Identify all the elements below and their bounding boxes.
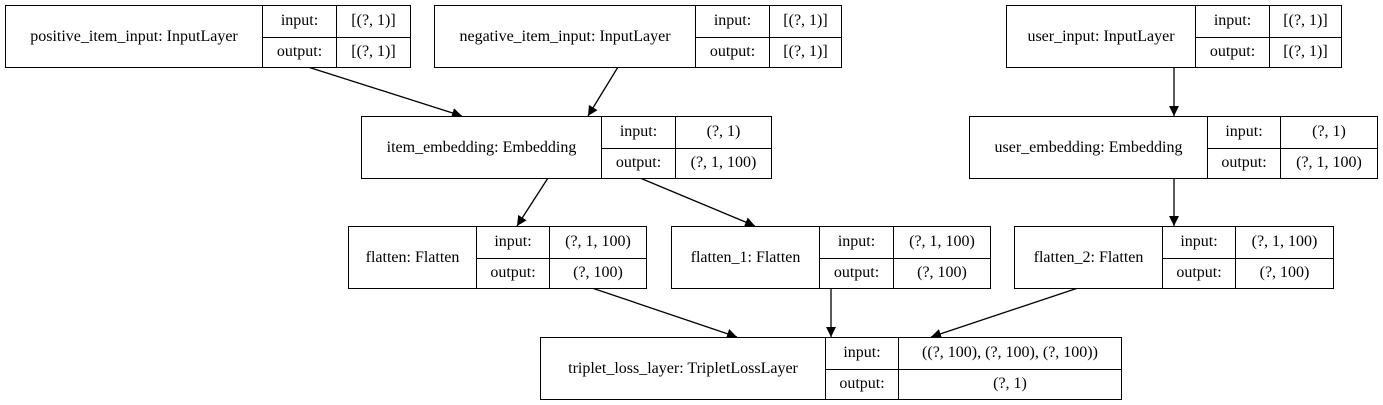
input-label: input:: [263, 6, 337, 37]
input-shape: [(?, 1)]: [351, 12, 396, 30]
output-label: output:: [263, 37, 337, 67]
edge-positive_item_input-to-item_embedding: [307, 66, 463, 118]
node-user-embedding: user_embedding: Embedding input: (?, 1) o…: [969, 116, 1378, 179]
node-title: flatten_2: Flatten: [1015, 227, 1163, 288]
input-shape: ((?, 100), (?, 100), (?, 100)): [922, 344, 1098, 362]
node-title: negative_item_input: InputLayer: [435, 6, 696, 67]
output-shape: (?, 100): [917, 264, 967, 282]
node-title: user_embedding: Embedding: [970, 117, 1208, 178]
output-shape: [(?, 1)]: [1283, 43, 1328, 61]
node-title: item_embedding: Embedding: [362, 117, 602, 178]
node-title: positive_item_input: InputLayer: [6, 6, 263, 67]
output-label: output:: [477, 258, 550, 288]
output-shape: [(?, 1)]: [351, 43, 396, 61]
node-title: flatten_1: Flatten: [672, 227, 820, 288]
node-positive-item-input: positive_item_input: InputLayer input: [(…: [5, 5, 411, 68]
input-label: input:: [826, 338, 899, 369]
node-triplet-loss-layer: triplet_loss_layer: TripletLossLayer inp…: [540, 337, 1122, 400]
node-flatten-1: flatten_1: Flatten input: (?, 1, 100) out…: [671, 226, 991, 289]
edge-flatten-to-triplet_loss_layer: [591, 287, 738, 339]
edge-item_embedding-to-flatten: [516, 177, 549, 227]
node-item-embedding: item_embedding: Embedding input: (?, 1) o…: [361, 116, 772, 179]
input-shape: [(?, 1)]: [783, 12, 828, 30]
output-label: output:: [696, 37, 770, 67]
input-shape: (?, 1, 100): [909, 233, 975, 251]
output-shape: (?, 100): [573, 264, 623, 282]
input-label: input:: [1163, 227, 1236, 258]
input-shape: (?, 1): [706, 123, 741, 141]
input-shape: (?, 1, 100): [565, 233, 631, 251]
output-label: output:: [1208, 148, 1281, 178]
edge-negative_item_input-to-item_embedding: [587, 66, 619, 117]
output-shape: (?, 1, 100): [1296, 154, 1362, 172]
input-label: input:: [1196, 6, 1270, 37]
output-label: output:: [1196, 37, 1270, 67]
output-shape: (?, 1, 100): [690, 154, 757, 172]
output-shape: (?, 1): [993, 375, 1027, 393]
node-title: flatten: Flatten: [349, 227, 477, 288]
node-negative-item-input: negative_item_input: InputLayer input: [(…: [434, 5, 842, 68]
output-label: output:: [602, 148, 676, 178]
node-flatten: flatten: Flatten input: (?, 1, 100) outpu…: [348, 226, 647, 289]
node-user-input: user_input: InputLayer input: [(?, 1)] ou…: [1006, 5, 1342, 68]
output-label: output:: [820, 258, 894, 288]
edge-flatten_2-to-triplet_loss_layer: [930, 287, 1079, 339]
edge-item_embedding-to-flatten_1: [639, 177, 756, 227]
input-label: input:: [820, 227, 894, 258]
output-shape: [(?, 1)]: [783, 43, 828, 61]
output-shape: (?, 100): [1259, 264, 1310, 282]
node-flatten-2: flatten_2: Flatten input: (?, 1, 100) out…: [1014, 226, 1334, 289]
node-title: user_input: InputLayer: [1007, 6, 1196, 67]
input-label: input:: [477, 227, 550, 258]
output-label: output:: [1163, 258, 1236, 288]
node-title: triplet_loss_layer: TripletLossLayer: [541, 338, 826, 399]
input-shape: (?, 1, 100): [1251, 233, 1318, 251]
input-label: input:: [602, 117, 676, 148]
input-shape: (?, 1): [1312, 123, 1346, 141]
input-shape: [(?, 1)]: [1283, 12, 1328, 30]
input-label: input:: [1208, 117, 1281, 148]
output-label: output:: [826, 369, 899, 399]
input-label: input:: [696, 6, 770, 37]
